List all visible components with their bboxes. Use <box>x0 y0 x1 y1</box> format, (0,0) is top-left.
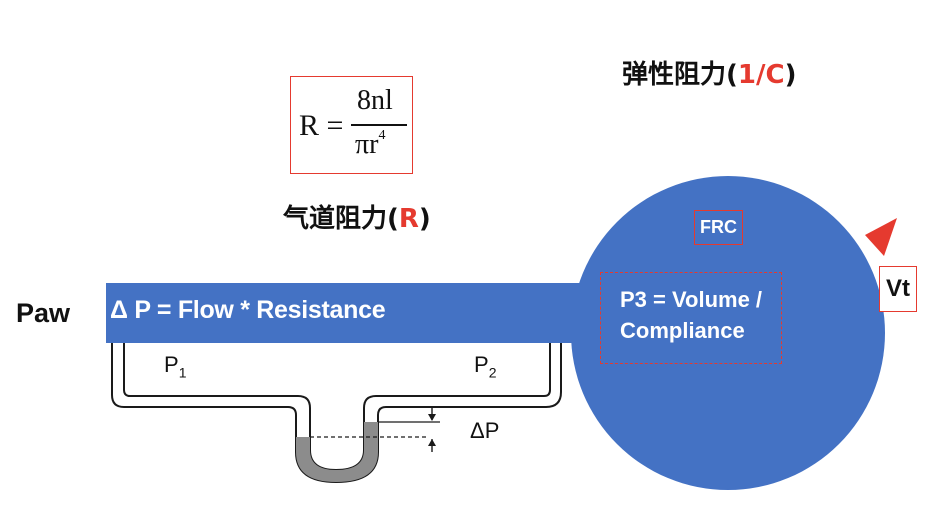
formula-denominator: πr4 <box>355 127 386 161</box>
p2-base: P <box>474 352 489 377</box>
p1-label: P1 <box>164 352 186 380</box>
formula-denominator-exp: 4 <box>378 127 386 143</box>
airway-tube <box>106 283 606 343</box>
delta-arrowhead-bottom <box>428 439 436 446</box>
lung-circle <box>571 176 885 490</box>
p3-dashed-box <box>600 272 782 364</box>
vt-label: Vt <box>879 266 917 312</box>
delta-arrowhead-top <box>428 414 436 421</box>
manometer-outer <box>111 343 562 484</box>
tube-equation: Δ P = Flow * Resistance <box>110 296 386 324</box>
p1-sub: 1 <box>178 364 187 381</box>
formula-denominator-base: πr <box>355 129 379 160</box>
formula-lhs: R = <box>299 109 344 142</box>
airway-resistance-text: 气道阻力( <box>283 204 399 234</box>
resistance-formula-box: R = 8nl πr4 <box>290 76 413 174</box>
airway-resistance-title: 气道阻力(R) <box>283 198 431 235</box>
p3-equation: P3 = Volume / Compliance <box>620 284 762 346</box>
p2-label: P2 <box>474 352 496 380</box>
p3-line1: P3 = Volume / <box>620 287 763 312</box>
red-arrow-icon <box>865 218 897 256</box>
airway-resistance-symbol: R <box>398 204 419 234</box>
p2-sub: 2 <box>488 364 497 381</box>
p3-line2: Compliance <box>620 318 745 343</box>
elastic-resistance-close: ) <box>784 60 797 90</box>
elastic-resistance-text: 弹性阻力( <box>622 60 738 90</box>
airway-resistance-close: ) <box>418 204 431 234</box>
manometer-fluid <box>296 422 378 482</box>
elastic-resistance-symbol: 1/C <box>737 60 785 90</box>
frc-label: FRC <box>694 210 743 245</box>
delta-p-label: ΔP <box>470 418 500 443</box>
elastic-resistance-title: 弹性阻力(1/C) <box>622 54 796 91</box>
formula-numerator: 8nl <box>357 85 393 116</box>
paw-label: Paw <box>16 298 71 328</box>
p1-base: P <box>164 352 179 377</box>
formula-fraction-bar <box>351 124 407 126</box>
